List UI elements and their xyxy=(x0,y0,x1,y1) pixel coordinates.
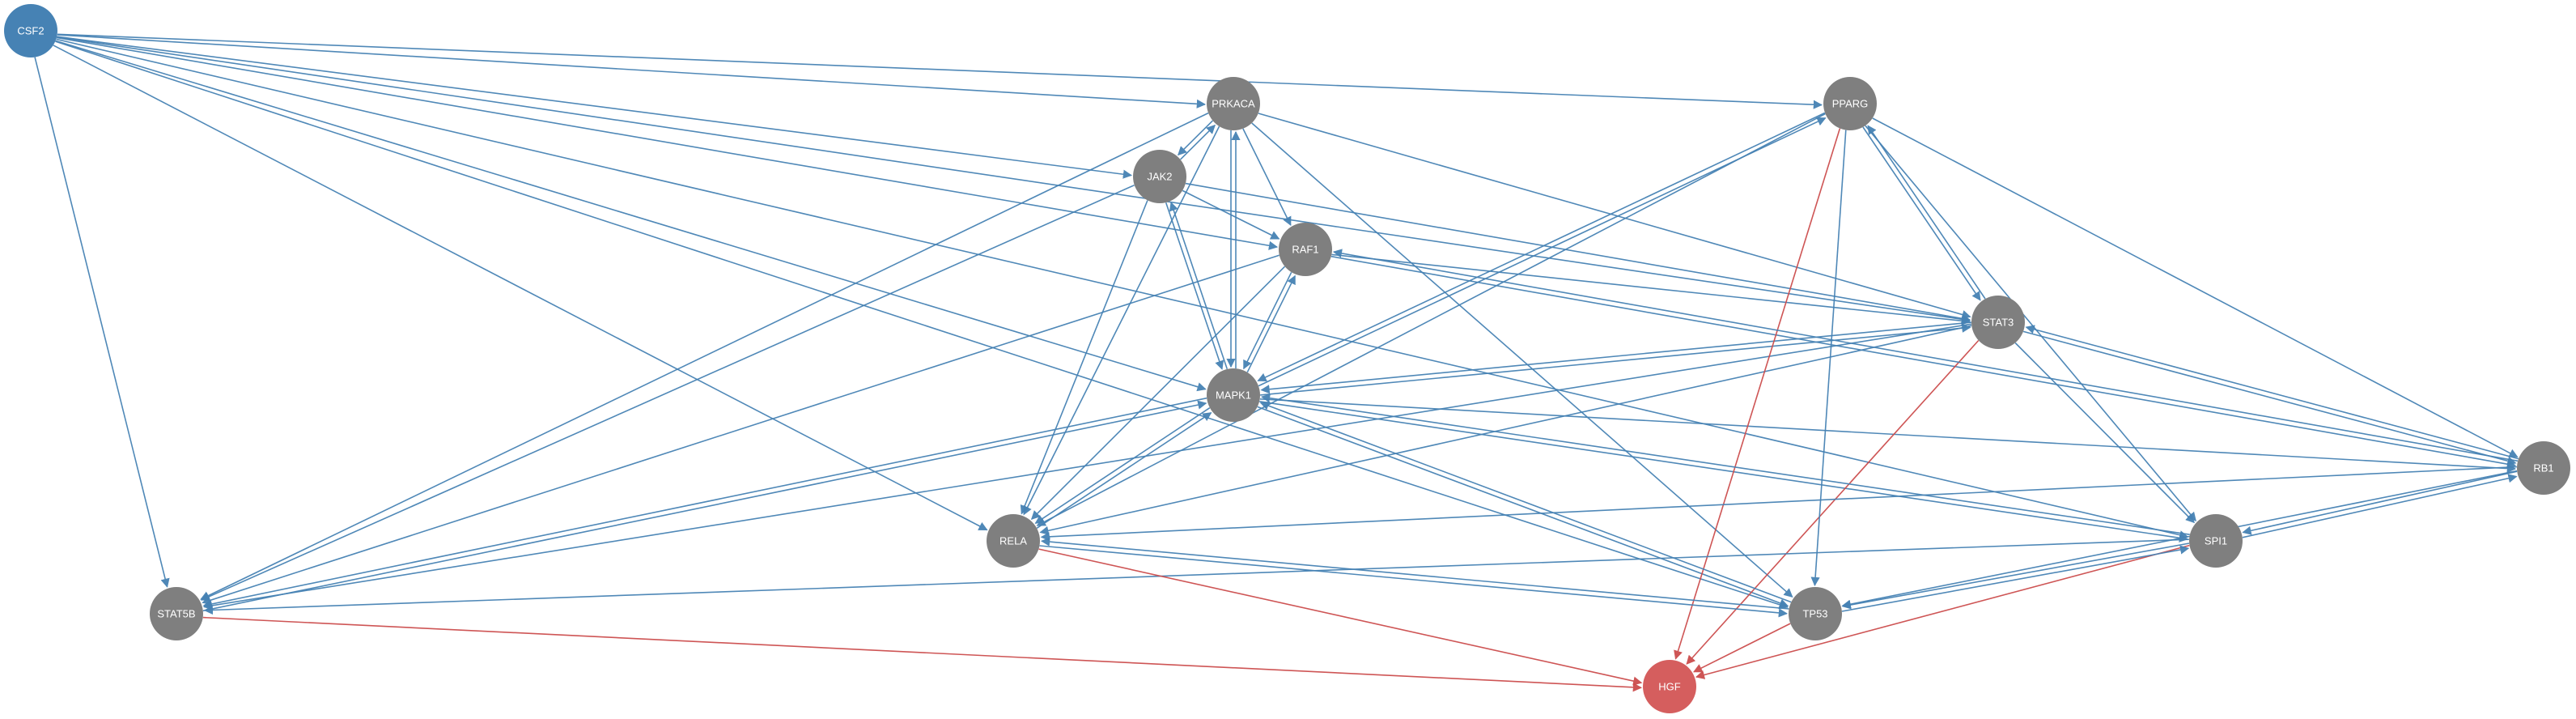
edge-csf2-to-rela xyxy=(53,45,988,531)
edge-rb1-to-tp53 xyxy=(1841,470,2518,609)
node-mapk1[interactable]: MAPK1 xyxy=(1207,368,1260,422)
edge-prkaca-to-raf1 xyxy=(1242,128,1292,227)
node-circle[interactable] xyxy=(1823,77,1877,130)
edge-stat3-to-pparg xyxy=(1867,125,1986,300)
edge-raf1-to-mapk1 xyxy=(1243,271,1292,370)
edge-pparg-to-tp53 xyxy=(1810,130,1847,587)
edge-pparg-to-spi1 xyxy=(1865,125,2196,521)
edge-csf2-to-pparg xyxy=(57,33,1823,109)
node-tp53[interactable]: TP53 xyxy=(1789,587,1842,640)
node-circle[interactable] xyxy=(1133,150,1186,203)
edge-csf2-to-spi1 xyxy=(56,38,2189,540)
edge-pparg-to-rb1 xyxy=(1872,117,2519,458)
edge-stat5b-to-mapk1 xyxy=(202,400,1207,612)
edge-pparg-to-rela xyxy=(1036,113,1826,526)
edge-stat3-to-mapk1 xyxy=(1260,321,1971,394)
node-pparg[interactable]: PPARG xyxy=(1823,77,1877,130)
edge-jak2-to-raf1 xyxy=(1182,189,1280,240)
edge-pparg-to-hgf xyxy=(1674,128,1841,660)
node-spi1[interactable]: SPI1 xyxy=(2189,514,2243,568)
edge-raf1-to-stat3 xyxy=(1331,253,1971,325)
node-csf2[interactable]: CSF2 xyxy=(4,4,57,57)
edge-spi1-to-stat5b xyxy=(203,538,2189,615)
node-circle[interactable] xyxy=(150,587,203,640)
edge-csf2-to-tp53 xyxy=(55,40,1789,610)
edge-jak2-to-mapk1 xyxy=(1165,202,1224,370)
edge-csf2-to-mapk1 xyxy=(55,40,1207,392)
edge-prkaca-to-tp53 xyxy=(1251,122,1793,598)
node-circle[interactable] xyxy=(1207,368,1260,422)
edge-rb1-to-raf1 xyxy=(1332,249,2519,462)
edges-layer xyxy=(34,33,2519,692)
node-stat5b[interactable]: STAT5B xyxy=(150,587,203,640)
edge-prkaca-to-stat3 xyxy=(1258,113,1971,319)
node-circle[interactable] xyxy=(1279,223,1332,276)
edge-rb1-to-rela xyxy=(1040,466,2517,542)
edge-stat3-to-hgf xyxy=(1686,339,1980,665)
edge-jak2-to-rela xyxy=(1020,200,1148,515)
edge-raf1-to-rela xyxy=(1030,266,1286,520)
edge-rb1-to-stat3 xyxy=(2025,325,2519,460)
edge-jak2-to-stat3 xyxy=(1185,182,1971,323)
edge-rb1-to-spi1 xyxy=(2242,470,2518,535)
edge-mapk1-to-stat3 xyxy=(1260,323,1971,396)
edge-prkaca-to-stat5b xyxy=(200,112,1209,600)
edge-csf2-to-stat5b xyxy=(34,57,170,588)
edge-stat3-to-rela xyxy=(1039,325,1972,535)
node-circle[interactable] xyxy=(1643,660,1696,713)
edge-spi1-to-rb1 xyxy=(2242,474,2518,538)
node-circle[interactable] xyxy=(2517,441,2570,495)
edge-tp53-to-hgf xyxy=(1692,623,1791,673)
edge-tp53-to-mapk1 xyxy=(1259,401,1792,603)
edge-mapk1-to-stat5b xyxy=(202,397,1207,609)
edge-raf1-to-stat5b xyxy=(202,254,1280,605)
edge-spi1-to-hgf xyxy=(1695,544,2190,679)
node-hgf[interactable]: HGF xyxy=(1643,660,1696,713)
node-circle[interactable] xyxy=(1789,587,1842,640)
edge-mapk1-to-tp53 xyxy=(1257,406,1789,608)
edge-csf2-to-prkaca xyxy=(57,34,1207,108)
edge-stat5b-to-hgf xyxy=(202,616,1643,692)
node-prkaca[interactable]: PRKACA xyxy=(1207,77,1260,130)
edge-jak2-to-prkaca xyxy=(1180,124,1216,160)
node-circle[interactable] xyxy=(4,4,57,57)
edge-csf2-to-stat3 xyxy=(57,36,1971,324)
edge-spi1-to-tp53 xyxy=(1841,542,2190,610)
edge-pparg-to-mapk1 xyxy=(1257,112,1826,382)
edge-jak2-to-stat5b xyxy=(200,184,1135,602)
node-stat3[interactable]: STAT3 xyxy=(1971,296,2025,349)
edge-rela-to-hgf xyxy=(1038,548,1643,686)
edge-mapk1-to-spi1 xyxy=(1259,401,2189,542)
edge-raf1-to-rb1 xyxy=(1330,255,2517,469)
edge-csf2-to-jak2 xyxy=(57,36,1133,179)
edge-mapk1-to-raf1 xyxy=(1246,274,1296,373)
edge-tp53-to-rela xyxy=(1040,537,1789,610)
edge-tp53-to-spi1 xyxy=(1841,545,2190,612)
edge-prkaca-to-rela xyxy=(1023,126,1220,516)
node-rela[interactable]: RELA xyxy=(987,514,1040,568)
node-circle[interactable] xyxy=(1971,296,2025,349)
node-circle[interactable] xyxy=(987,514,1040,568)
edge-mapk1-to-jak2 xyxy=(1169,202,1229,370)
edge-stat3-to-stat5b xyxy=(202,323,1972,611)
edge-rela-to-mapk1 xyxy=(1036,412,1212,529)
node-circle[interactable] xyxy=(2189,514,2243,568)
edge-mapk1-to-rb1 xyxy=(1259,398,2517,474)
node-circle[interactable] xyxy=(1207,77,1260,130)
edge-mapk1-to-rela xyxy=(1034,407,1211,524)
edge-stat3-to-rb1 xyxy=(2022,330,2517,466)
edge-stat3-to-spi1 xyxy=(2014,342,2195,524)
edge-rela-to-tp53 xyxy=(1039,545,1789,618)
edge-pparg-to-stat3 xyxy=(1862,126,1981,301)
node-jak2[interactable]: JAK2 xyxy=(1133,150,1186,203)
node-raf1[interactable]: RAF1 xyxy=(1279,223,1332,276)
node-rb1[interactable]: RB1 xyxy=(2517,441,2570,495)
edge-spi1-to-mapk1 xyxy=(1260,394,2190,535)
